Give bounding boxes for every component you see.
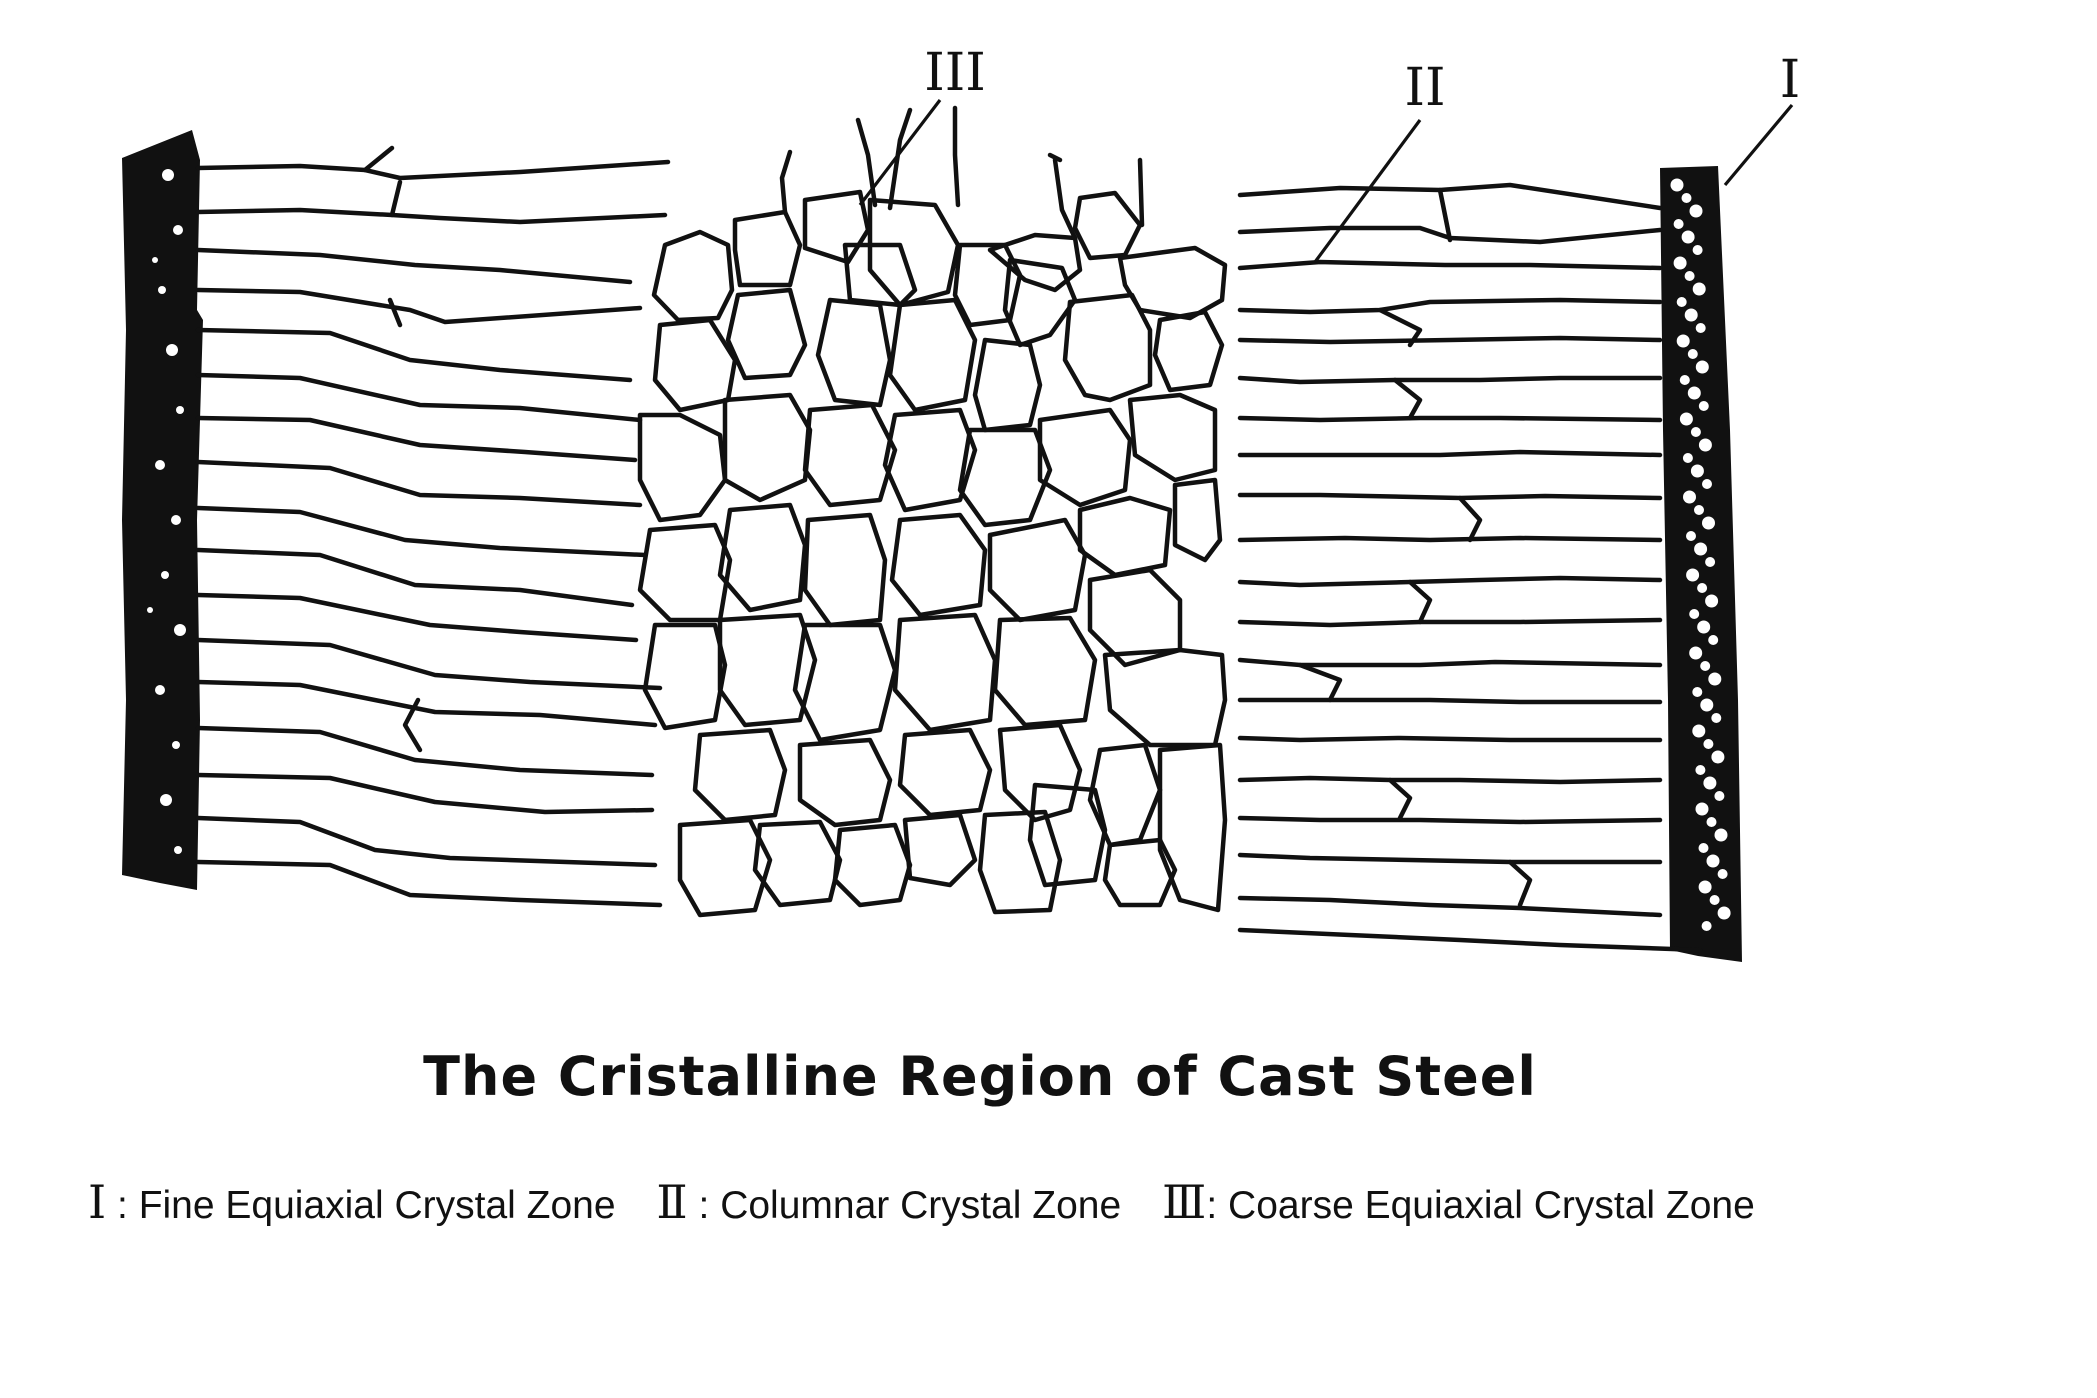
legend-item-columnar-zone: Ⅱ : Columnar Crystal Zone [656,1177,1122,1228]
diagram-title: The Cristalline Region of Cast Steel [423,1045,1537,1108]
label-zone-3: III [924,43,986,103]
coarse-zone-top-boundaries [779,105,1145,241]
label-zone-1: I [1780,50,1801,110]
legend-item-fine-zone: Ⅰ : Fine Equiaxial Crystal Zone [88,1177,616,1228]
zone-legend: Ⅰ : Fine Equiaxial Crystal Zone Ⅱ : Colu… [88,1175,2068,1229]
columnar-zone-left [195,145,671,908]
fine-zone-left [122,130,203,890]
legend-item-coarse-zone: Ⅲ: Coarse Equiaxial Crystal Zone [1162,1177,1755,1228]
columnar-zone-right [1237,182,1703,953]
fine-zone-right [1660,166,1742,962]
coarse-equiaxial-zone [637,189,1228,918]
label-zone-2: II [1404,58,1445,118]
label-leaders [858,99,1794,263]
